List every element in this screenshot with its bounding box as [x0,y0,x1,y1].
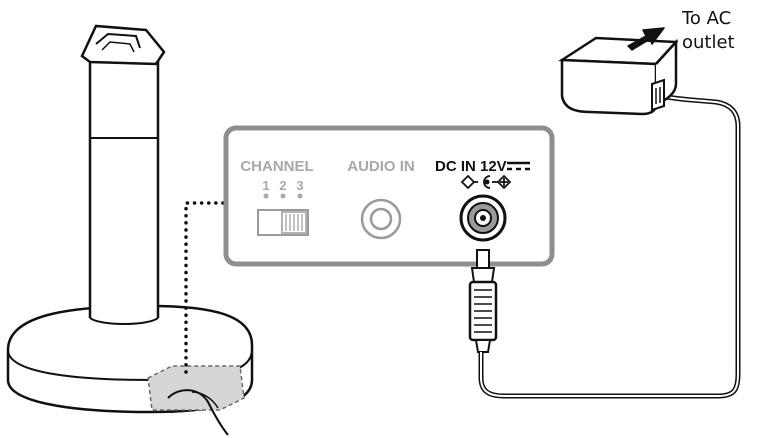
dc-jack-icon[interactable] [461,196,505,240]
audio-in-label: AUDIO IN [347,158,415,175]
ac-label-line2: outlet [682,32,735,53]
rear-panel: CHANNEL 1 2 3 AUDIO IN DC IN 12V [226,128,552,264]
channel-switch-icon[interactable] [258,210,308,235]
ac-adapter-icon [562,38,676,114]
cable-exit-highlight [148,366,244,410]
ac-label-line1: To AC [681,8,731,29]
dc-in-label: DC IN 12V [435,158,507,175]
channel-label: CHANNEL [240,158,313,175]
channel-number-2: 2 [279,178,286,193]
stand-icon [8,26,252,435]
channel-number-3: 3 [296,178,303,193]
channel-number-1: 1 [262,178,269,193]
audio-jack-icon[interactable] [362,200,400,238]
